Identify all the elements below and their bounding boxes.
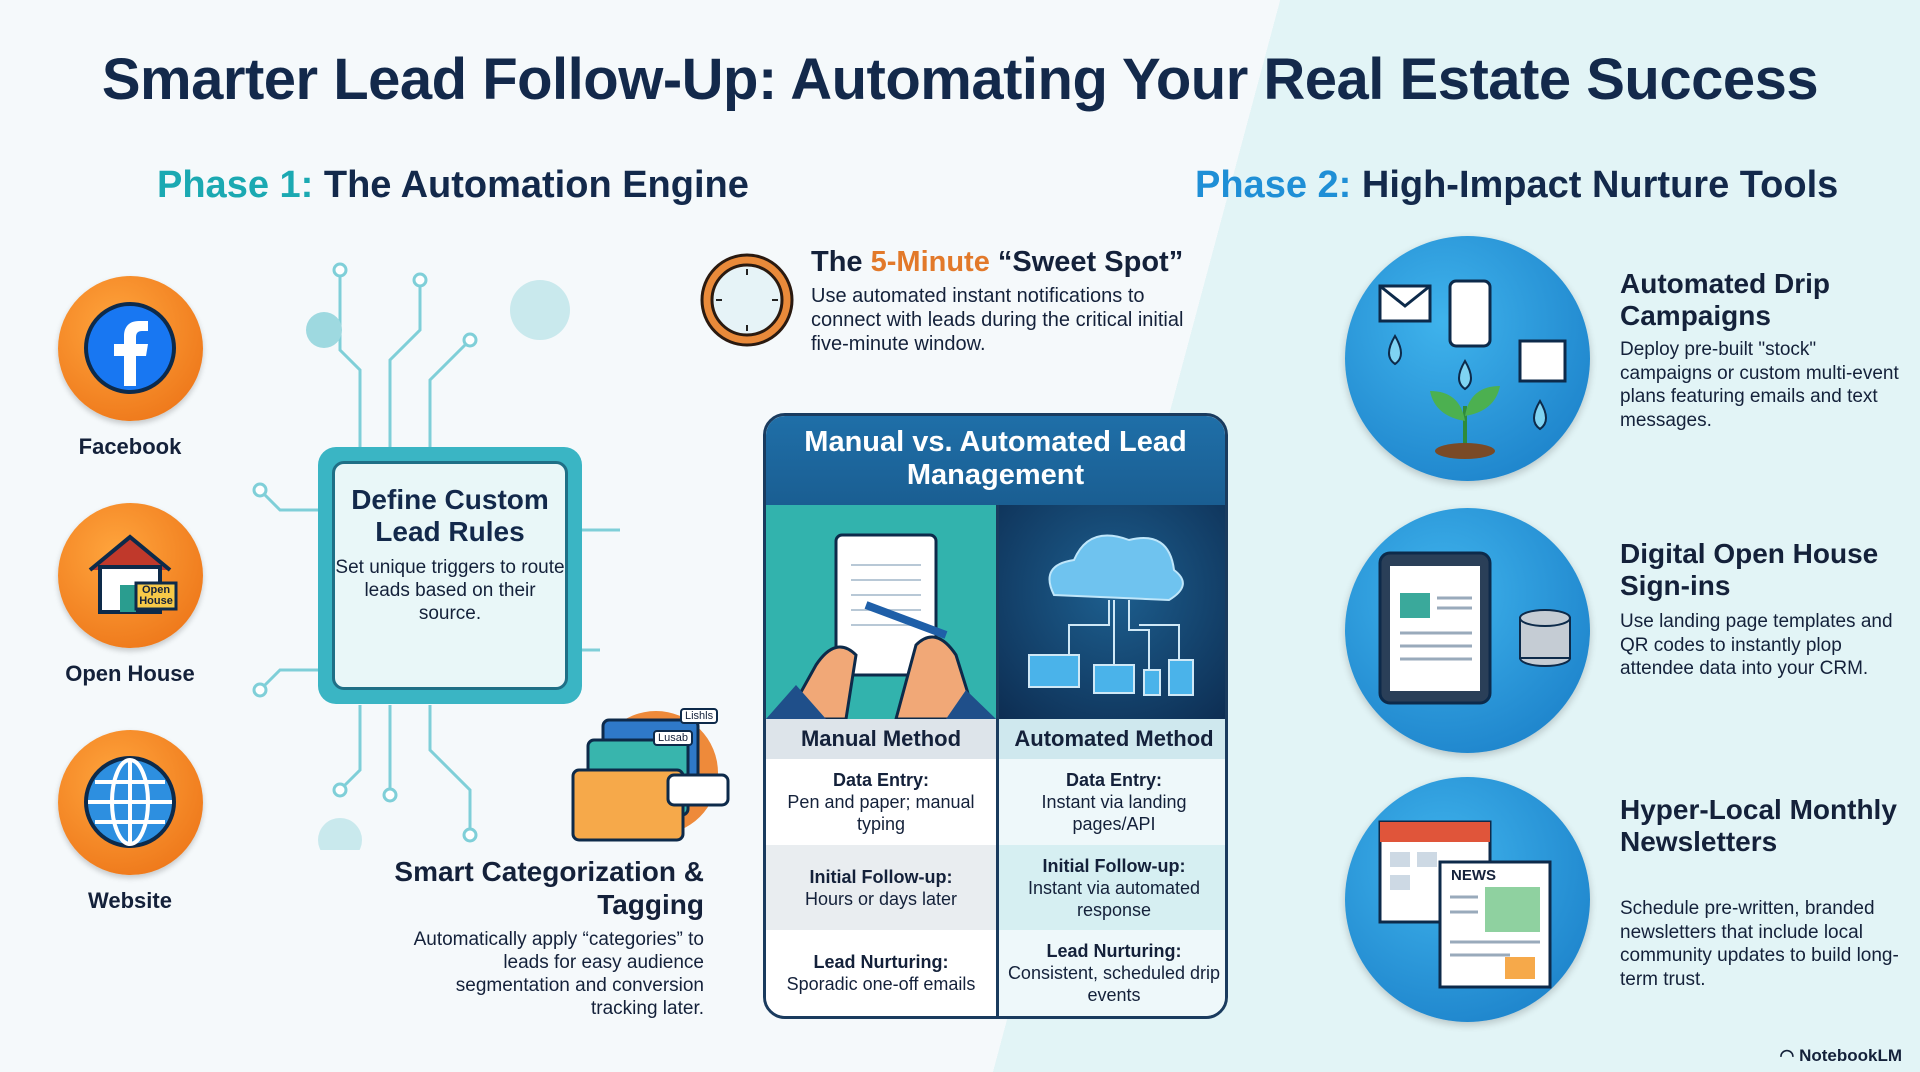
row-label: Lead Nurturing: — [813, 952, 949, 973]
facebook-source — [58, 276, 203, 421]
automated-header: Automated Method — [999, 719, 1225, 759]
phase1-heading: Phase 1: The Automation Engine — [157, 164, 749, 207]
phase2-heading: Phase 2: High-Impact Nurture Tools — [1195, 164, 1838, 207]
drip-body: Deploy pre-built "stock" campaigns or cu… — [1620, 339, 1899, 431]
rules-body: Set unique triggers to route leads based… — [335, 557, 565, 624]
sweet-spot-accent: 5-Minute — [870, 246, 990, 278]
open-house-label: Open House — [65, 661, 195, 686]
row-label: Initial Follow-up: — [1042, 855, 1186, 876]
newsletter-body: Schedule pre-written, branded newsletter… — [1620, 898, 1899, 990]
brand-watermark: ◠ NotebookLM — [1780, 1046, 1903, 1066]
row-value: Hours or days later — [804, 888, 958, 909]
open-house-source: Open House — [58, 503, 203, 648]
manual-header: Manual Method — [766, 719, 996, 759]
row-label: Data Entry: — [832, 769, 930, 790]
phase2-prefix: Phase 2: — [1195, 164, 1352, 206]
phase2-label: High-Impact Nurture Tools — [1361, 164, 1839, 206]
automated-column: Automated Method Data Entry:Instant via … — [996, 505, 1225, 1016]
row-value: Consistent, scheduled drip events — [1007, 963, 1221, 1006]
table-cell: Data Entry:Instant via landing pages/API — [999, 759, 1225, 845]
newsletter-title: Hyper-Local Monthly Newsletters — [1620, 794, 1897, 857]
folders-tags-icon: Lishls Lusab — [568, 695, 733, 845]
table-title: Manual vs. Automated Lead Management — [766, 416, 1225, 505]
house-icon — [88, 534, 178, 614]
website-source — [58, 730, 203, 875]
table-cell: Data Entry:Pen and paper; manual typing — [766, 759, 996, 845]
drip-campaign-icon — [1378, 279, 1567, 459]
tag-label: Lishls — [680, 708, 719, 724]
row-value: Sporadic one-off emails — [786, 974, 976, 995]
clock-icon — [700, 253, 794, 347]
open-house-signin-circle — [1345, 508, 1590, 753]
table-cell: Lead Nurturing:Consistent, scheduled dri… — [999, 930, 1225, 1016]
tablet-database-icon — [1378, 551, 1571, 705]
row-value: Instant via automated response — [1027, 877, 1201, 920]
brand-label: NotebookLM — [1799, 1046, 1902, 1065]
row-label: Data Entry: — [1065, 769, 1163, 790]
phase1-prefix: Phase 1: — [157, 164, 314, 206]
categorization-body: Automatically apply “categories” to lead… — [413, 929, 704, 1019]
tag-label: Lusab — [653, 730, 693, 746]
facebook-icon — [84, 302, 176, 394]
signin-title: Digital Open House Sign-ins — [1620, 538, 1879, 601]
page-title: Smarter Lead Follow-Up: Automating Your … — [101, 47, 1819, 112]
phase1-label: The Automation Engine — [323, 164, 749, 206]
table-cell: Initial Follow-up:Instant via automated … — [999, 844, 1225, 931]
cloud-devices-icon — [999, 505, 1225, 719]
lead-rules-chip: Define Custom Lead Rules Set unique trig… — [318, 447, 582, 704]
row-value: Instant via landing pages/API — [1041, 791, 1187, 834]
news-label: NEWS — [1451, 867, 1496, 884]
newsletter-icon — [1378, 820, 1552, 989]
newsletter-circle: NEWS — [1345, 777, 1590, 1022]
comparison-table: Manual vs. Automated Lead Management Man… — [763, 413, 1228, 1019]
open-house-sign: Open House — [139, 584, 173, 607]
sweet-spot-body: Use automated instant notifications to c… — [811, 285, 1184, 355]
manual-column: Manual Method Data Entry:Pen and paper; … — [766, 505, 996, 1016]
website-label: Website — [88, 888, 172, 913]
row-label: Lead Nurturing: — [1046, 941, 1182, 962]
facebook-label: Facebook — [78, 434, 182, 459]
signin-body: Use landing page templates and QR codes … — [1620, 611, 1893, 679]
drip-campaign-circle — [1345, 236, 1590, 481]
notebooklm-logo-icon: ◠ — [1779, 1046, 1800, 1065]
drip-title: Automated Drip Campaigns — [1620, 268, 1830, 331]
categorization-title: Smart Categorization & Tagging — [394, 856, 704, 920]
table-cell: Initial Follow-up:Hours or days later — [766, 844, 996, 931]
globe-icon — [84, 756, 176, 848]
notepad-hand-icon — [766, 505, 996, 721]
table-cell: Lead Nurturing:Sporadic one-off emails — [766, 930, 996, 1016]
row-value: Pen and paper; manual typing — [787, 791, 975, 834]
sweet-spot-title: The 5-Minute “Sweet Spot” — [811, 246, 1183, 279]
sweet-spot-pre: The — [811, 246, 871, 278]
sweet-spot-post: “Sweet Spot” — [989, 246, 1184, 278]
rules-title: Define Custom Lead Rules — [351, 484, 549, 547]
row-label: Initial Follow-up: — [809, 866, 953, 887]
